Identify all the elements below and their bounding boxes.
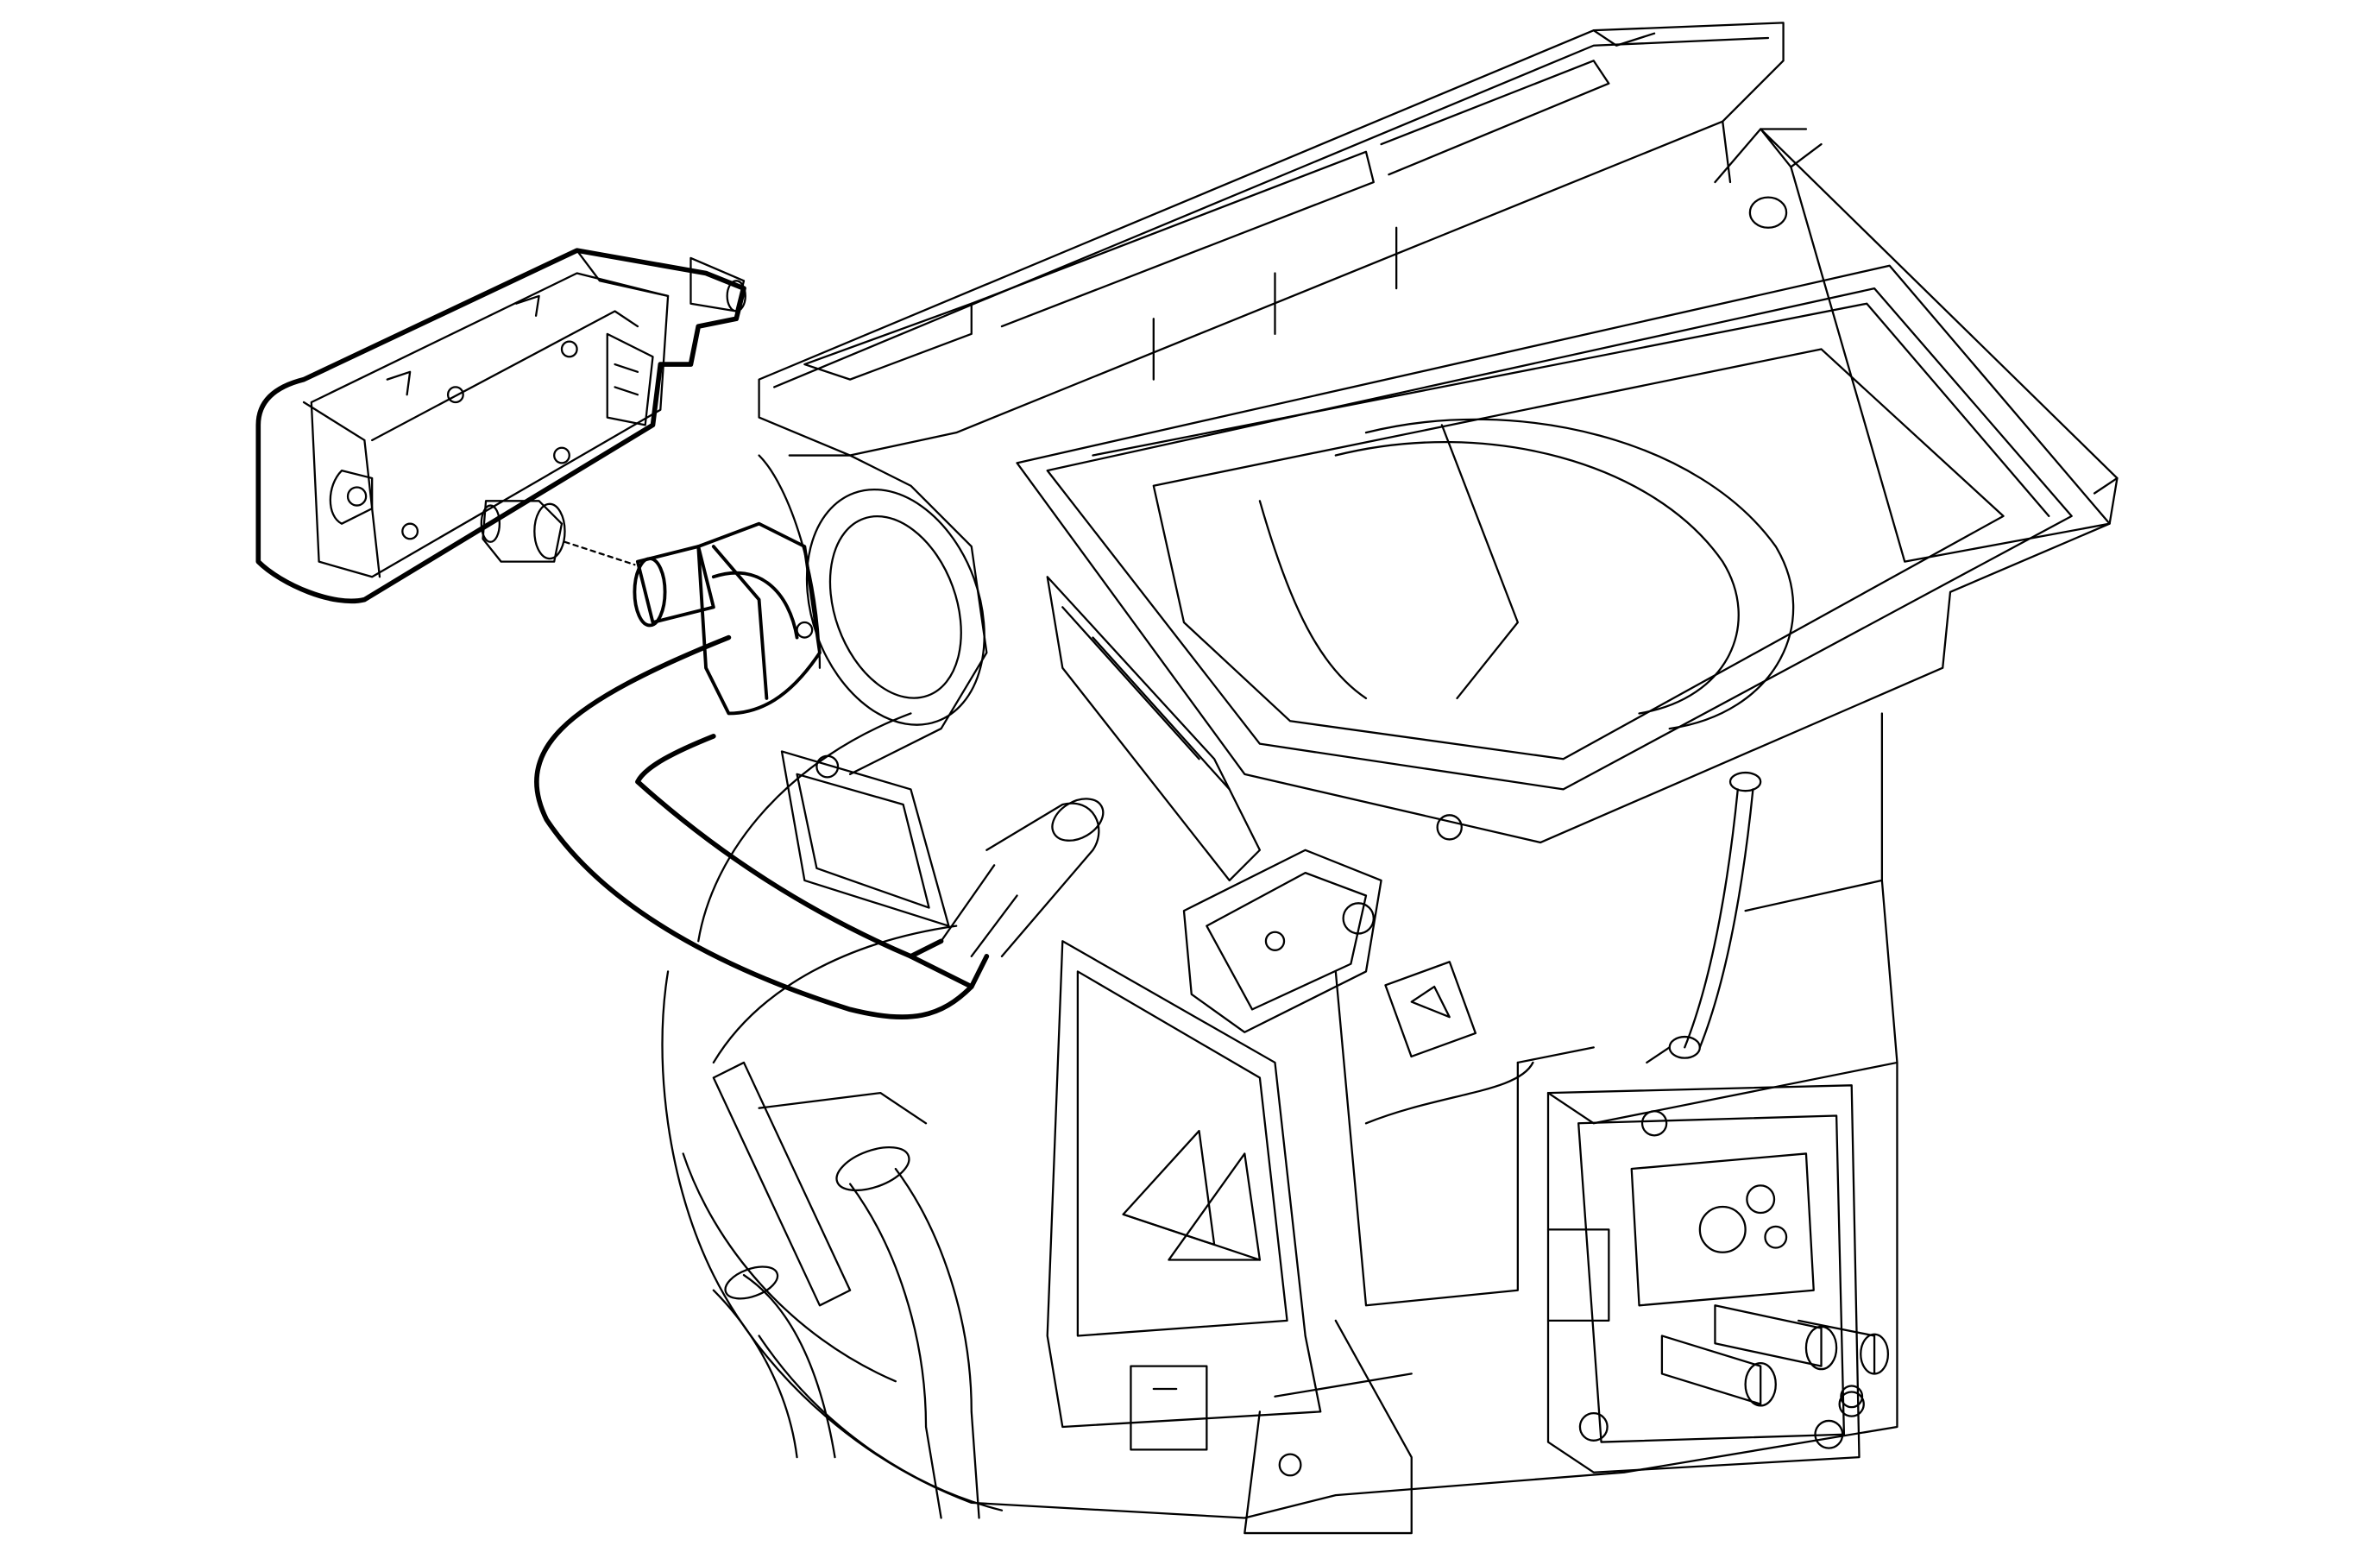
heater-pipes bbox=[712, 798, 1105, 1519]
actuator-mount bbox=[633, 521, 822, 716]
actuator-shaft-coupler bbox=[480, 500, 636, 566]
drain-hose bbox=[1646, 771, 1762, 1064]
hvac-case bbox=[661, 22, 2119, 1535]
actuator-detail bbox=[302, 249, 746, 578]
actuator bbox=[255, 248, 746, 604]
mode-door-actuator bbox=[1046, 576, 1477, 1058]
blower-housing bbox=[758, 454, 988, 927]
wiring-harness-loop bbox=[534, 634, 990, 1019]
evaporator-block-fitting bbox=[1660, 1304, 1890, 1449]
